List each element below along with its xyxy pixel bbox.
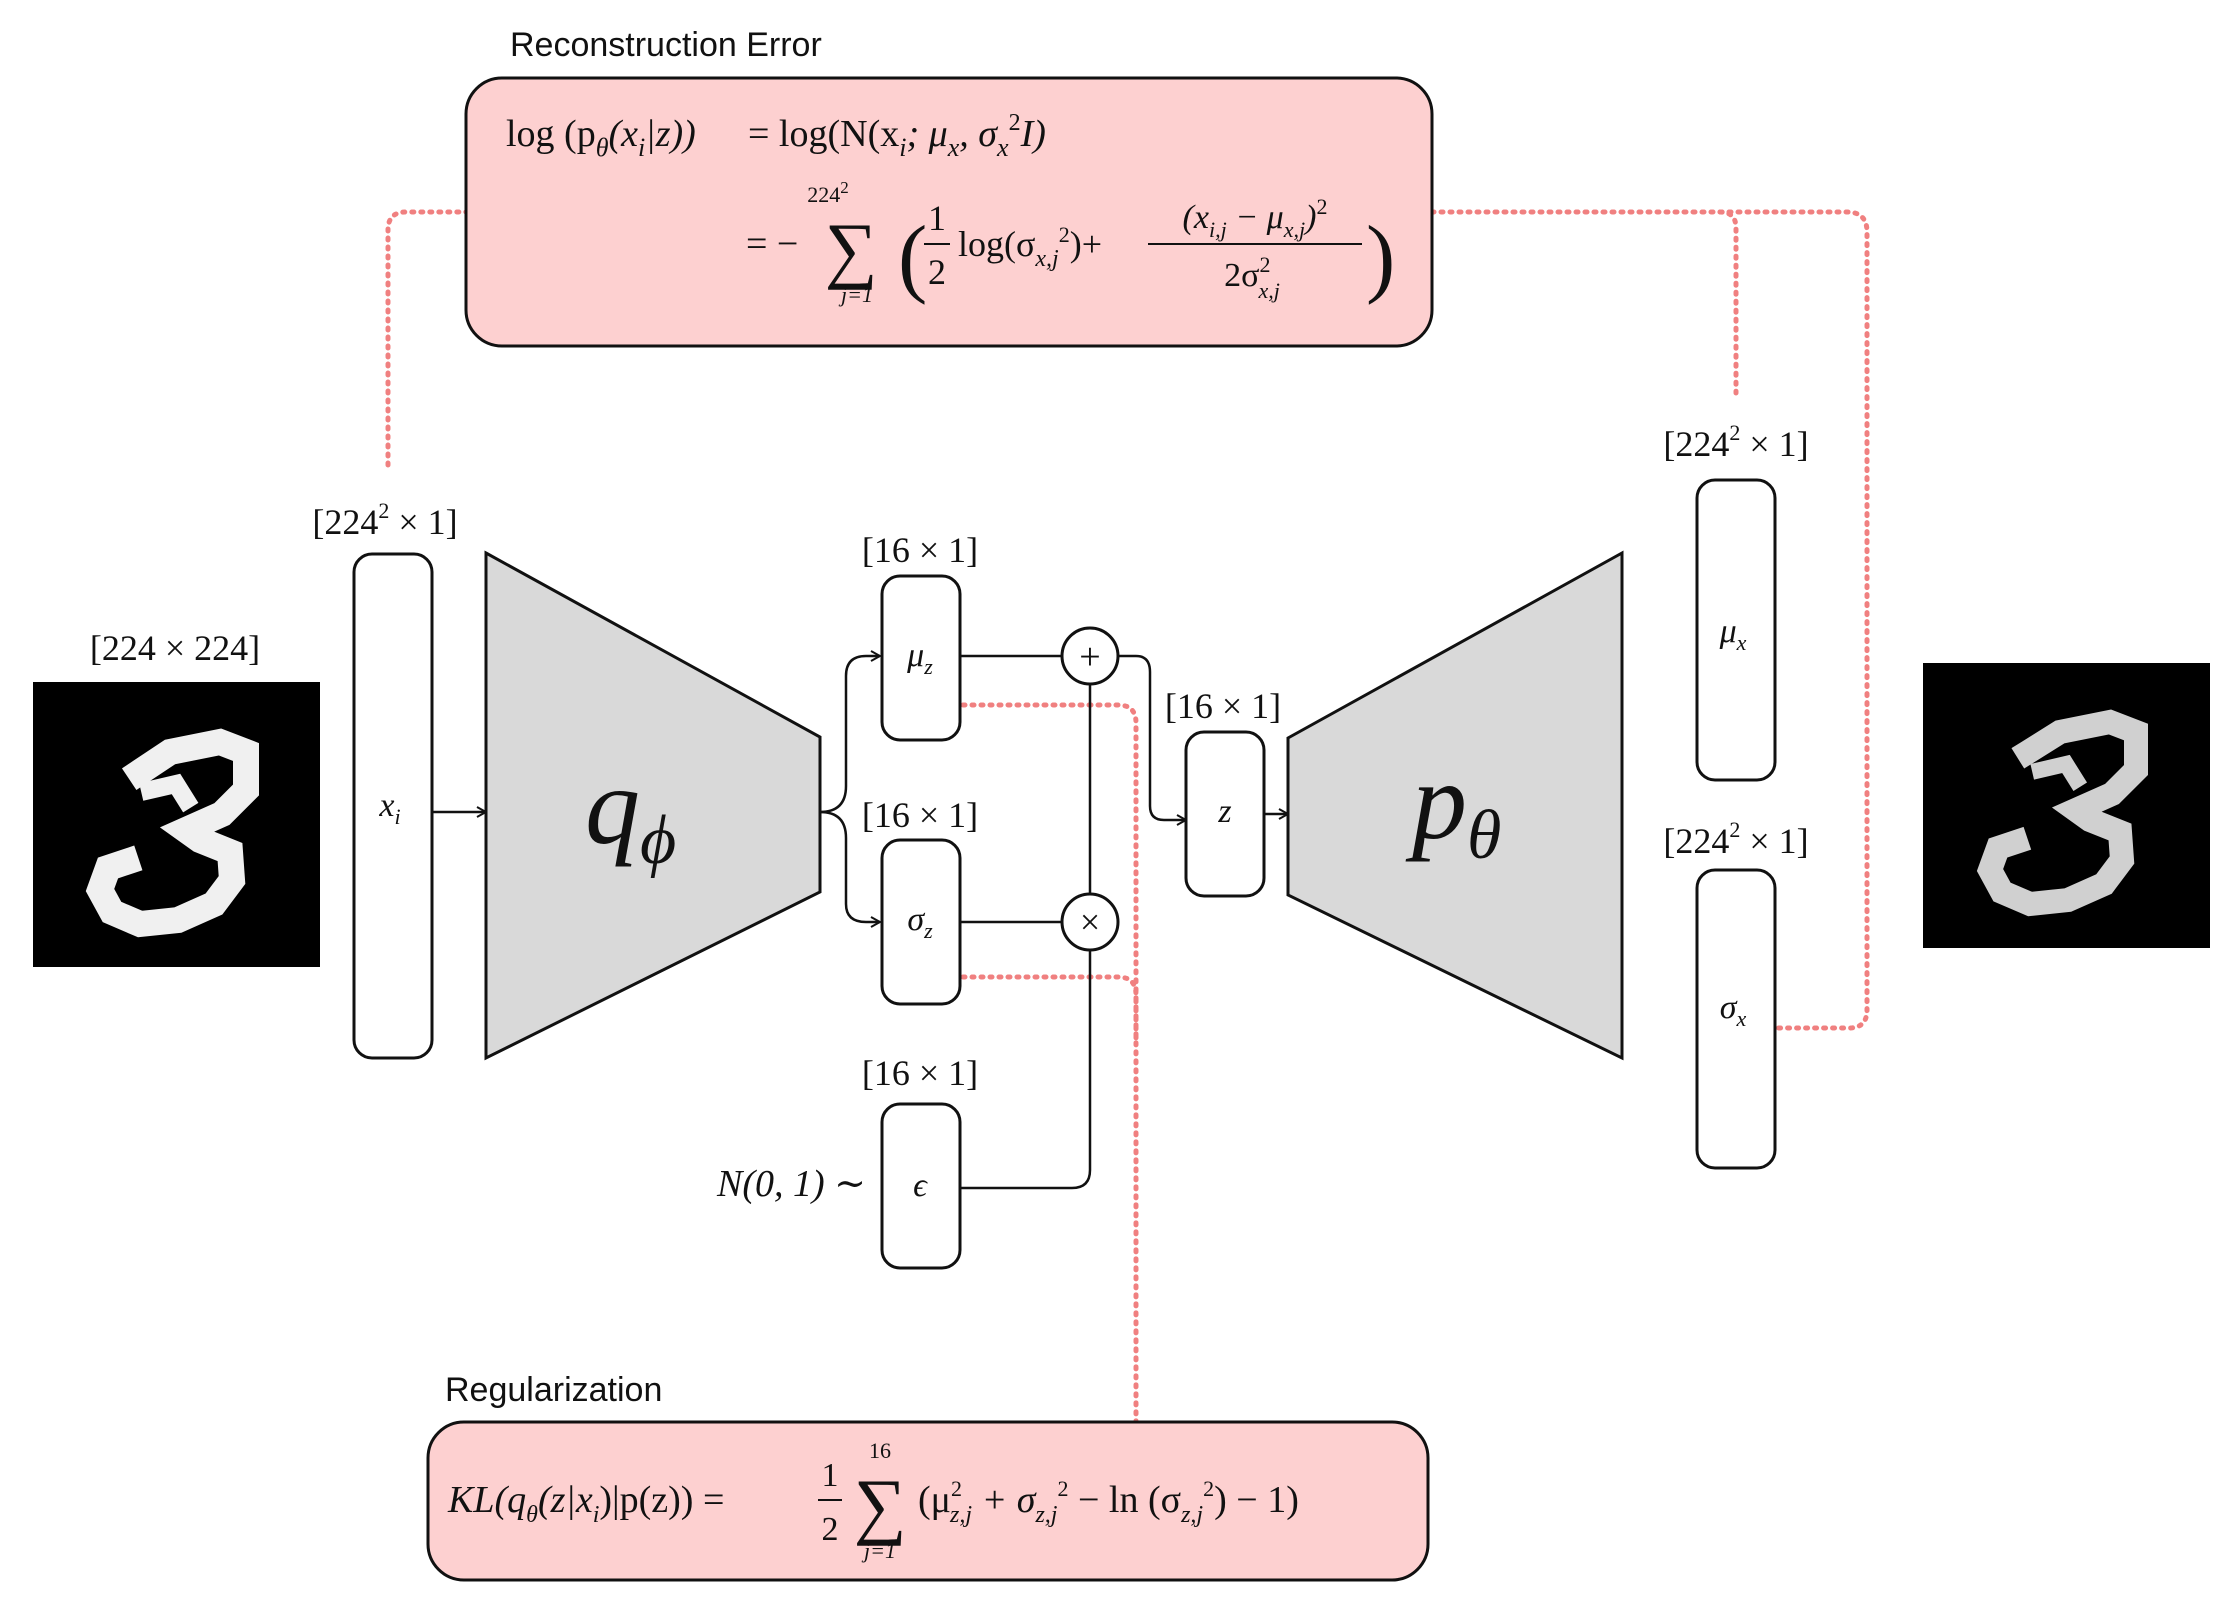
mnist-digit-3-input-image bbox=[33, 682, 320, 967]
xi-vector bbox=[352, 552, 434, 1060]
mnist-digit-3-reconstructed-image bbox=[1923, 663, 2210, 948]
svg-text:+: + bbox=[1079, 636, 1100, 678]
reconstruction-equation-line1: log (pθ(xi|z)) = log(N(xi; μx, σx2I) bbox=[506, 110, 1046, 162]
eps-vector bbox=[880, 1102, 962, 1270]
mu-x-label: μx bbox=[1719, 613, 1747, 655]
sigma-x-label: σx bbox=[1720, 989, 1747, 1031]
decoder-trapezoid bbox=[1286, 550, 1624, 1061]
svg-text:): ) bbox=[1366, 209, 1395, 306]
kl-sum-symbol: ∑ bbox=[854, 1465, 907, 1547]
reconstruction-equation-box bbox=[464, 76, 1434, 348]
svg-text:2242: 2242 bbox=[807, 178, 849, 207]
encoder-trapezoid bbox=[484, 550, 822, 1061]
eps-dims: [16 × 1] bbox=[862, 1053, 978, 1093]
mu-z-dims: [16 × 1] bbox=[862, 530, 978, 570]
svg-text:= log(N(xi; μx, σx2I): = log(N(xi; μx, σx2I) bbox=[748, 110, 1046, 162]
input-image-dims: [224 × 224] bbox=[90, 628, 260, 668]
svg-text:(xi,j − μx,j)2: (xi,j − μx,j)2 bbox=[1183, 194, 1328, 242]
connector-recon-to-sigmax bbox=[1717, 209, 1870, 1031]
svg-text:1: 1 bbox=[928, 198, 946, 238]
reconstruction-title: Reconstruction Error bbox=[510, 26, 822, 64]
z-label: z bbox=[1217, 793, 1231, 830]
svg-text:16: 16 bbox=[869, 1438, 891, 1463]
svg-text:(: ( bbox=[898, 209, 927, 306]
encoder-branch bbox=[819, 656, 880, 922]
svg-text:log (pθ(xi|z)): log (pθ(xi|z)) bbox=[506, 113, 696, 162]
mu-z-label: μz bbox=[906, 637, 933, 679]
svg-text:2: 2 bbox=[928, 252, 946, 292]
sigma-z-dims: [16 × 1] bbox=[862, 795, 978, 835]
connector-recon-to-mux bbox=[1429, 209, 1739, 396]
mu-x-dims: [2242 × 1] bbox=[1663, 420, 1808, 464]
dotted-connectors bbox=[385, 209, 1870, 1425]
decoder-label: pθ bbox=[1405, 740, 1501, 874]
regularization-title: Regularization bbox=[445, 1371, 662, 1409]
svg-text:= −: = − bbox=[746, 223, 798, 265]
connector-muz-to-reg bbox=[960, 702, 1139, 1425]
xi-dims: [2242 × 1] bbox=[312, 498, 457, 542]
svg-text:KL(qθ(z|xi)|p(z)) =: KL(qθ(z|xi)|p(z)) = bbox=[447, 1479, 724, 1528]
times-operator: × bbox=[1060, 892, 1120, 952]
sigma-z-label: σz bbox=[907, 901, 933, 943]
sigma-x-vector bbox=[1695, 868, 1777, 1170]
encoder-label: qϕ bbox=[585, 745, 676, 879]
recon-sum-symbol: ∑ bbox=[825, 209, 878, 291]
svg-text:1: 1 bbox=[822, 1457, 839, 1494]
svg-text:×: × bbox=[1080, 902, 1100, 942]
connector-sigmaz-to-reg bbox=[960, 974, 1139, 1043]
xi-label: xi bbox=[378, 787, 400, 829]
prior-label: N(0, 1) ∼ bbox=[716, 1163, 866, 1205]
reparam-lines bbox=[960, 654, 1186, 1190]
svg-text:log(σx,j2)+: log(σx,j2)+ bbox=[958, 222, 1102, 272]
eps-label: ϵ bbox=[913, 1167, 928, 1204]
connector-xi-to-recon bbox=[385, 209, 469, 468]
mu-z-vector bbox=[880, 574, 962, 742]
z-dims: [16 × 1] bbox=[1165, 686, 1281, 726]
sigma-x-dims: [2242 × 1] bbox=[1663, 817, 1808, 861]
svg-text:(μ2z,j + σz,j2 − ln (σz,j2) −: (μ2z,j + σz,j2 − ln (σz,j2) − 1) bbox=[918, 1476, 1299, 1528]
plus-operator: + bbox=[1060, 626, 1120, 686]
svg-text:2: 2 bbox=[822, 1511, 839, 1548]
regularization-equation-box bbox=[426, 1420, 1430, 1582]
mu-x-vector bbox=[1695, 478, 1777, 782]
reconstruction-equation-line2: = − 2242 ∑ j=1 ( 1 2 log(σx,j2)+ (xi,j −… bbox=[746, 178, 1395, 307]
svg-text:j=1: j=1 bbox=[861, 1538, 896, 1563]
svg-text:j=1: j=1 bbox=[838, 282, 873, 307]
